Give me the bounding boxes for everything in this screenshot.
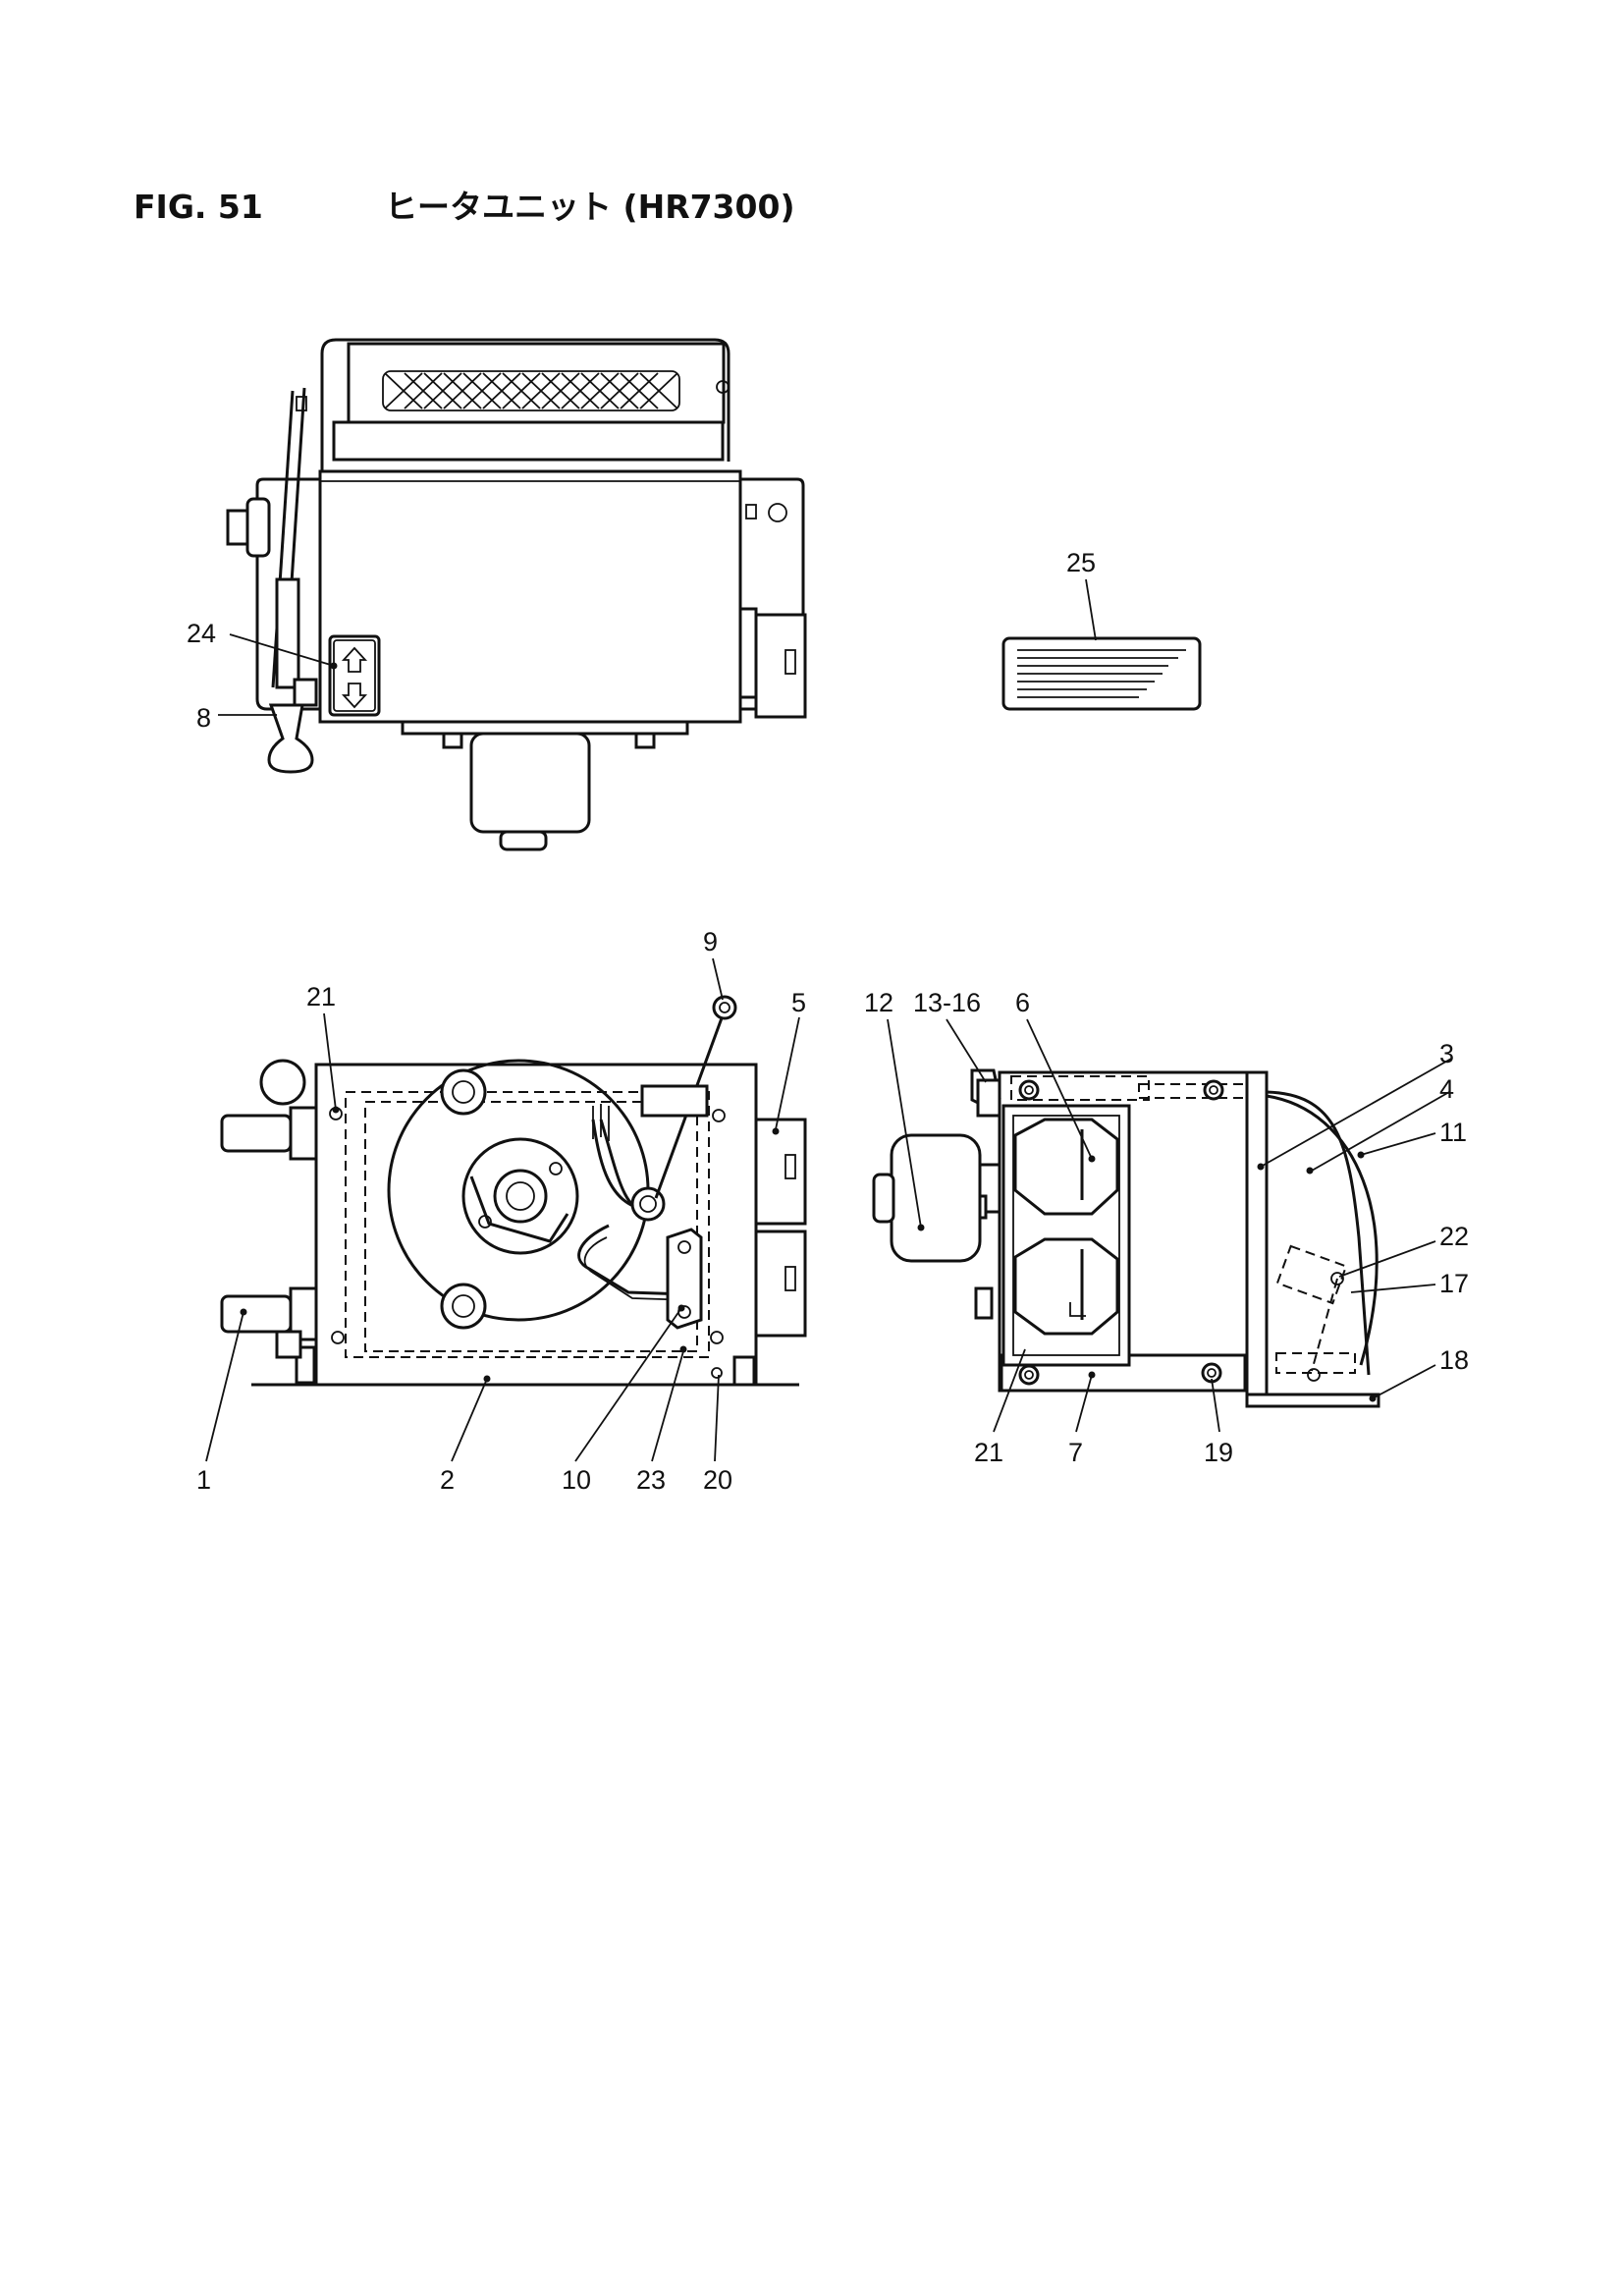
motor-face xyxy=(461,1137,579,1255)
callout-9: 9 xyxy=(703,927,718,957)
callout-10: 10 xyxy=(562,1465,591,1495)
callout-21-side: 21 xyxy=(974,1438,1003,1467)
callout-24: 24 xyxy=(187,619,216,648)
callout-17: 17 xyxy=(1439,1269,1469,1298)
core-outline xyxy=(345,1091,710,1358)
flap-pin xyxy=(1330,1272,1344,1285)
top-plate xyxy=(332,420,725,462)
control-cable xyxy=(275,577,300,689)
callout-4: 4 xyxy=(1439,1074,1454,1104)
callout-18: 18 xyxy=(1439,1345,1469,1375)
callout-11: 11 xyxy=(1439,1118,1467,1147)
callout-1: 1 xyxy=(196,1465,211,1495)
relay-box xyxy=(640,1084,709,1118)
ground-terminal xyxy=(712,995,737,1020)
figure-heading: FIG. 51 ヒータユニット (HR7300) xyxy=(134,183,795,232)
callout-3: 3 xyxy=(1439,1039,1454,1068)
air-duct-cover xyxy=(1266,1094,1379,1366)
side-view xyxy=(872,1068,1380,1408)
pipe-fitting-lower xyxy=(220,1294,293,1334)
motor-top xyxy=(469,732,591,834)
figure-title: ヒータユニット (HR7300) xyxy=(385,188,795,226)
callout-2: 2 xyxy=(440,1465,455,1495)
caution-label-part xyxy=(1001,636,1202,711)
hose-fitting-top xyxy=(245,497,271,558)
callout-22: 22 xyxy=(1439,1222,1469,1251)
front-view xyxy=(220,995,807,1387)
callout-5: 5 xyxy=(791,988,806,1017)
side-panel xyxy=(1245,1070,1269,1396)
callout-19: 19 xyxy=(1204,1438,1233,1467)
callout-7: 7 xyxy=(1068,1438,1083,1467)
arrow-down-icon xyxy=(341,683,368,709)
connector-upper xyxy=(754,1118,807,1226)
mesh-grille xyxy=(382,370,680,411)
callout-21-front: 21 xyxy=(306,982,336,1011)
callout-25: 25 xyxy=(1066,548,1096,577)
heater-core xyxy=(1001,1104,1131,1367)
heater-body-top xyxy=(318,469,742,724)
pipe-fitting-upper xyxy=(220,1114,293,1153)
callout-13-16: 13-16 xyxy=(913,988,981,1017)
pipe-cap-top xyxy=(259,1059,306,1106)
wire-clamp xyxy=(666,1228,703,1330)
figure-number: FIG. 51 xyxy=(134,188,263,226)
arrow-label-plate xyxy=(328,634,381,717)
left-flange xyxy=(255,477,320,711)
callout-labels: 24 8 25 9 21 5 1 2 10 23 20 12 13-16 6 3… xyxy=(187,548,1469,1495)
callout-6: 6 xyxy=(1015,988,1030,1017)
blower-motor xyxy=(890,1133,982,1263)
connector-top xyxy=(754,613,807,719)
control-knob xyxy=(267,703,314,774)
arrow-up-icon xyxy=(341,646,368,673)
callout-23: 23 xyxy=(636,1465,666,1495)
callout-12: 12 xyxy=(864,988,893,1017)
callout-8: 8 xyxy=(196,703,211,733)
connector-lower xyxy=(754,1230,807,1338)
heater-case-front xyxy=(314,1063,758,1387)
top-view xyxy=(226,338,807,851)
callout-20: 20 xyxy=(703,1465,732,1495)
leader-lines xyxy=(205,578,1452,1462)
